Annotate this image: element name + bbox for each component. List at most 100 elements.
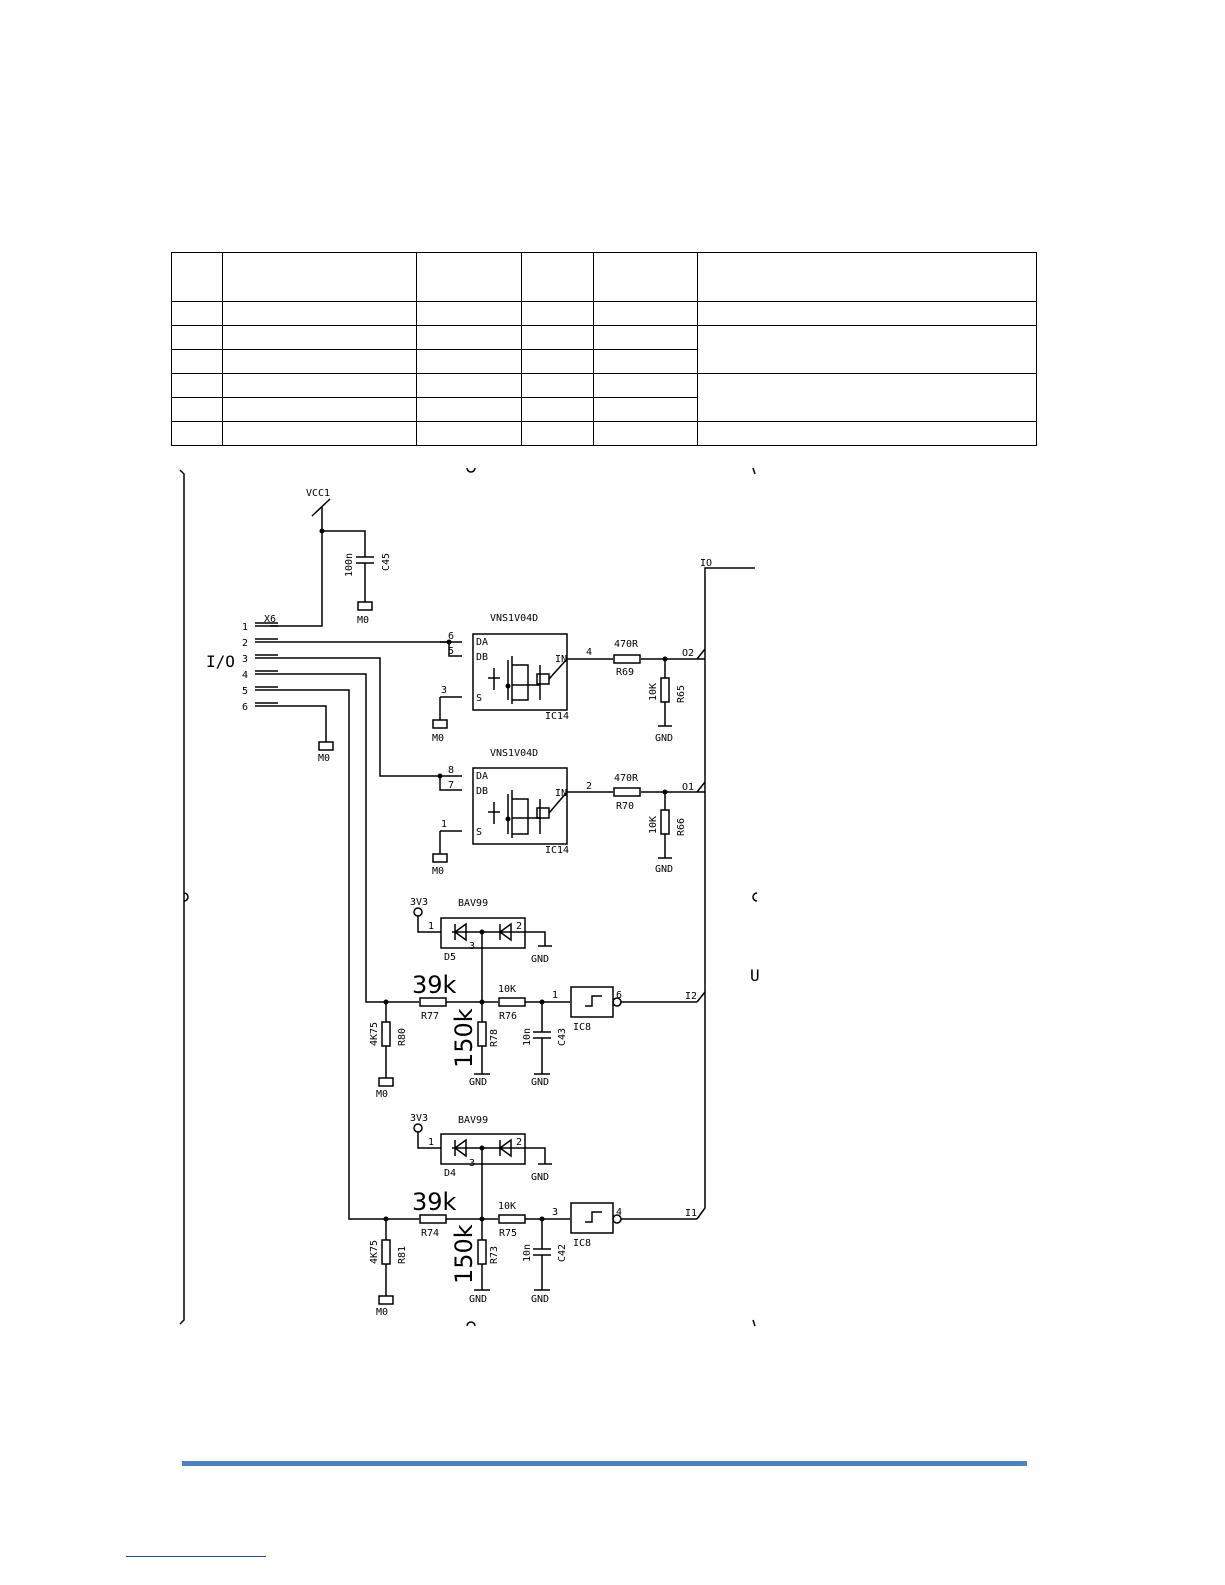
table-cell: [416, 301, 522, 326]
table-cell: [593, 373, 698, 398]
r74-value: 39k: [412, 1188, 457, 1216]
pin-name: S: [476, 827, 482, 838]
m0-symbol: [432, 853, 448, 863]
wire: [439, 830, 462, 854]
wire: [278, 641, 462, 657]
r77-value: 39k: [412, 971, 457, 999]
pin-number: 3: [552, 1207, 558, 1218]
r74-ref: R74: [421, 1228, 439, 1239]
resistor-r75: [498, 1214, 526, 1224]
r70-ref: R70: [616, 801, 634, 812]
3v3-label: 3V3: [410, 1113, 428, 1124]
net-o1: O1: [682, 782, 694, 793]
r76-value: 10K: [498, 984, 516, 995]
ic-ref: IC14: [545, 845, 569, 856]
r69-value: 470R: [614, 639, 639, 650]
table-cell: [416, 397, 522, 422]
resistor-r73: [477, 1239, 487, 1265]
net-i1: I1: [685, 1208, 697, 1219]
3v3-symbol: [413, 1123, 423, 1133]
gnd-symbol: [516, 1147, 552, 1165]
gnd-label: GND: [531, 954, 549, 965]
m0-label: M0: [357, 615, 369, 626]
junction: [505, 816, 511, 822]
table-cell-merged: [697, 373, 1037, 422]
pin-number: 1: [428, 921, 434, 932]
junction: [539, 1216, 545, 1222]
pin-number: 4: [586, 647, 592, 658]
table-row: [171, 421, 1037, 446]
pin-number: 3: [469, 1158, 475, 1169]
pin-name: DB: [476, 786, 488, 797]
m0-label: M0: [432, 866, 444, 877]
wire: [417, 1132, 441, 1149]
r77-ref: R77: [421, 1011, 439, 1022]
c43-value: 10n: [522, 1028, 533, 1046]
table-cell: [697, 421, 1037, 446]
resistor-r65: [660, 677, 670, 703]
r73-ref: R73: [489, 1246, 500, 1264]
table-row: [171, 397, 1037, 422]
wire: [278, 689, 419, 1220]
pin-name: DB: [476, 652, 488, 663]
pin-number: 2: [586, 781, 592, 792]
wire: [417, 916, 441, 933]
r75-value: 10K: [498, 1201, 516, 1212]
resistor-r69: [613, 654, 641, 664]
table-cell: [521, 325, 594, 350]
pin-number: 5: [448, 646, 454, 657]
pin-number: 1: [428, 1137, 434, 1148]
pin-number: 6: [242, 702, 248, 713]
diode-ref: D5: [444, 952, 456, 963]
m0-label: M0: [318, 753, 330, 764]
m0-label: M0: [376, 1307, 388, 1318]
c42-ref: C42: [557, 1244, 568, 1262]
r65-value: 10K: [648, 683, 659, 701]
resistor-r78: [477, 1021, 487, 1047]
c43-ref: C43: [557, 1028, 568, 1046]
table-cell: [171, 349, 223, 374]
r76-ref: R76: [499, 1011, 517, 1022]
net-i2: I2: [685, 991, 697, 1002]
ic-ref: IC14: [545, 711, 569, 722]
bus-label: IO: [700, 558, 712, 569]
m0-symbol: [378, 1077, 394, 1087]
wire: [548, 791, 568, 814]
x6-ref: X6: [264, 614, 276, 625]
ic-part-label: VNS1V04D: [490, 748, 538, 759]
frame-mark: [466, 1321, 476, 1327]
pin-number: 6: [448, 631, 454, 642]
wire: [322, 530, 366, 557]
pin-number: 2: [516, 921, 522, 932]
vcc-label: VCC1: [306, 488, 330, 499]
junction: [662, 656, 668, 662]
gnd-label: GND: [469, 1294, 487, 1305]
pin-number: 3: [242, 654, 248, 665]
gnd-label: GND: [469, 1077, 487, 1088]
junction: [383, 999, 389, 1005]
junction: [446, 639, 452, 645]
diode-part-label: BAV99: [458, 898, 488, 909]
m0-symbol: [378, 1295, 394, 1305]
gnd-label: GND: [655, 864, 673, 875]
ic-top-body: [472, 633, 568, 711]
gnd-label: GND: [655, 733, 673, 744]
table-cell: [593, 301, 698, 326]
connector-x6-pins: [255, 622, 278, 704]
wire: [278, 673, 419, 1003]
r78-ref: R78: [489, 1029, 500, 1047]
r80-value: 4K75: [369, 1022, 380, 1046]
pin-number: 8: [448, 765, 454, 776]
capacitor-c45: [356, 556, 374, 564]
gate-ref: IC8: [573, 1238, 591, 1249]
r70-value: 470R: [614, 773, 639, 784]
wire: [548, 658, 568, 680]
footnote-rule: [126, 1556, 266, 1557]
gnd-symbol: [516, 931, 552, 947]
m0-symbol: [357, 601, 373, 611]
capacitor-c42: [533, 1219, 551, 1290]
schmitt-icon: [585, 995, 602, 1007]
resistor-r81: [381, 1239, 391, 1265]
3v3-label: 3V3: [410, 897, 428, 908]
